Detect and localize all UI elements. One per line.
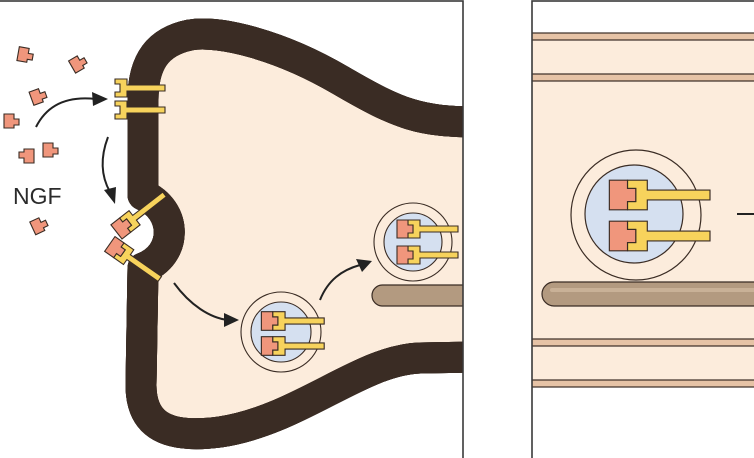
ngf-receptor-complex bbox=[260, 336, 325, 356]
surface-receptors bbox=[114, 78, 166, 120]
internalization-arrow bbox=[101, 136, 111, 193]
signaling-endosome bbox=[373, 202, 459, 282]
arrowhead-icon bbox=[356, 259, 372, 272]
signaling-endosome bbox=[240, 291, 325, 373]
arrowhead-icon bbox=[92, 92, 108, 106]
ngf-molecule bbox=[67, 55, 88, 74]
ngf-molecule bbox=[29, 217, 49, 236]
ngf-molecule bbox=[103, 235, 126, 259]
ngf-molecule bbox=[608, 220, 637, 252]
process-arrows bbox=[35, 97, 361, 321]
cell-membrane bbox=[125, 34, 463, 434]
ngf-receptor-complex bbox=[110, 191, 168, 240]
cell-cytoplasm bbox=[141, 34, 463, 434]
axon-membrane-bottom bbox=[532, 338, 754, 388]
transport-arrow bbox=[319, 264, 361, 301]
arrowheads bbox=[92, 92, 372, 327]
ngf-receptor-complex bbox=[260, 311, 325, 331]
arrowhead-icon bbox=[224, 313, 239, 327]
arrowhead-icon bbox=[104, 187, 116, 204]
left-panel-frame bbox=[0, 0, 464, 458]
ngf-receptor-complex bbox=[396, 219, 459, 239]
microtubule bbox=[371, 284, 463, 307]
ngf-molecule bbox=[608, 179, 637, 211]
ngf-receptor-complex bbox=[608, 179, 711, 211]
ngf-receptor-complex bbox=[103, 235, 163, 283]
membrane-leaflet bbox=[532, 32, 754, 41]
ngf-molecule bbox=[3, 113, 20, 129]
free-ngf-molecules bbox=[3, 46, 88, 236]
ngf-molecule bbox=[396, 245, 414, 265]
right-panel-frame bbox=[531, 0, 754, 458]
membrane-leaflet bbox=[532, 73, 754, 82]
ngf-molecule bbox=[18, 148, 35, 164]
ngf-molecule bbox=[260, 336, 279, 356]
trka-receptor bbox=[114, 100, 166, 120]
binding-arrow bbox=[35, 97, 97, 128]
signaling-endosome-enlarged bbox=[570, 149, 711, 281]
ngf-molecule bbox=[260, 311, 279, 331]
ngf-receptor-complex bbox=[396, 245, 459, 265]
ngf-label: NGF bbox=[13, 183, 62, 209]
ngf-receptor-complex bbox=[608, 220, 711, 252]
microtubule bbox=[541, 281, 754, 307]
trka-receptor bbox=[114, 78, 166, 98]
left-panel bbox=[125, 34, 463, 434]
right-panel bbox=[532, 32, 754, 388]
ngf-molecule bbox=[42, 142, 59, 158]
ngf-molecule bbox=[16, 46, 34, 63]
microtubule-highlight bbox=[550, 288, 754, 292]
ngf-molecule bbox=[110, 217, 133, 240]
bound-receptor-complexes bbox=[103, 191, 168, 283]
axon-membrane-top bbox=[532, 32, 754, 82]
membrane-leaflet bbox=[532, 338, 754, 347]
ngf-molecule bbox=[28, 88, 48, 107]
membrane-leaflet bbox=[532, 379, 754, 388]
endocytosis-arrow bbox=[173, 282, 229, 321]
ngf-molecule bbox=[396, 219, 414, 239]
